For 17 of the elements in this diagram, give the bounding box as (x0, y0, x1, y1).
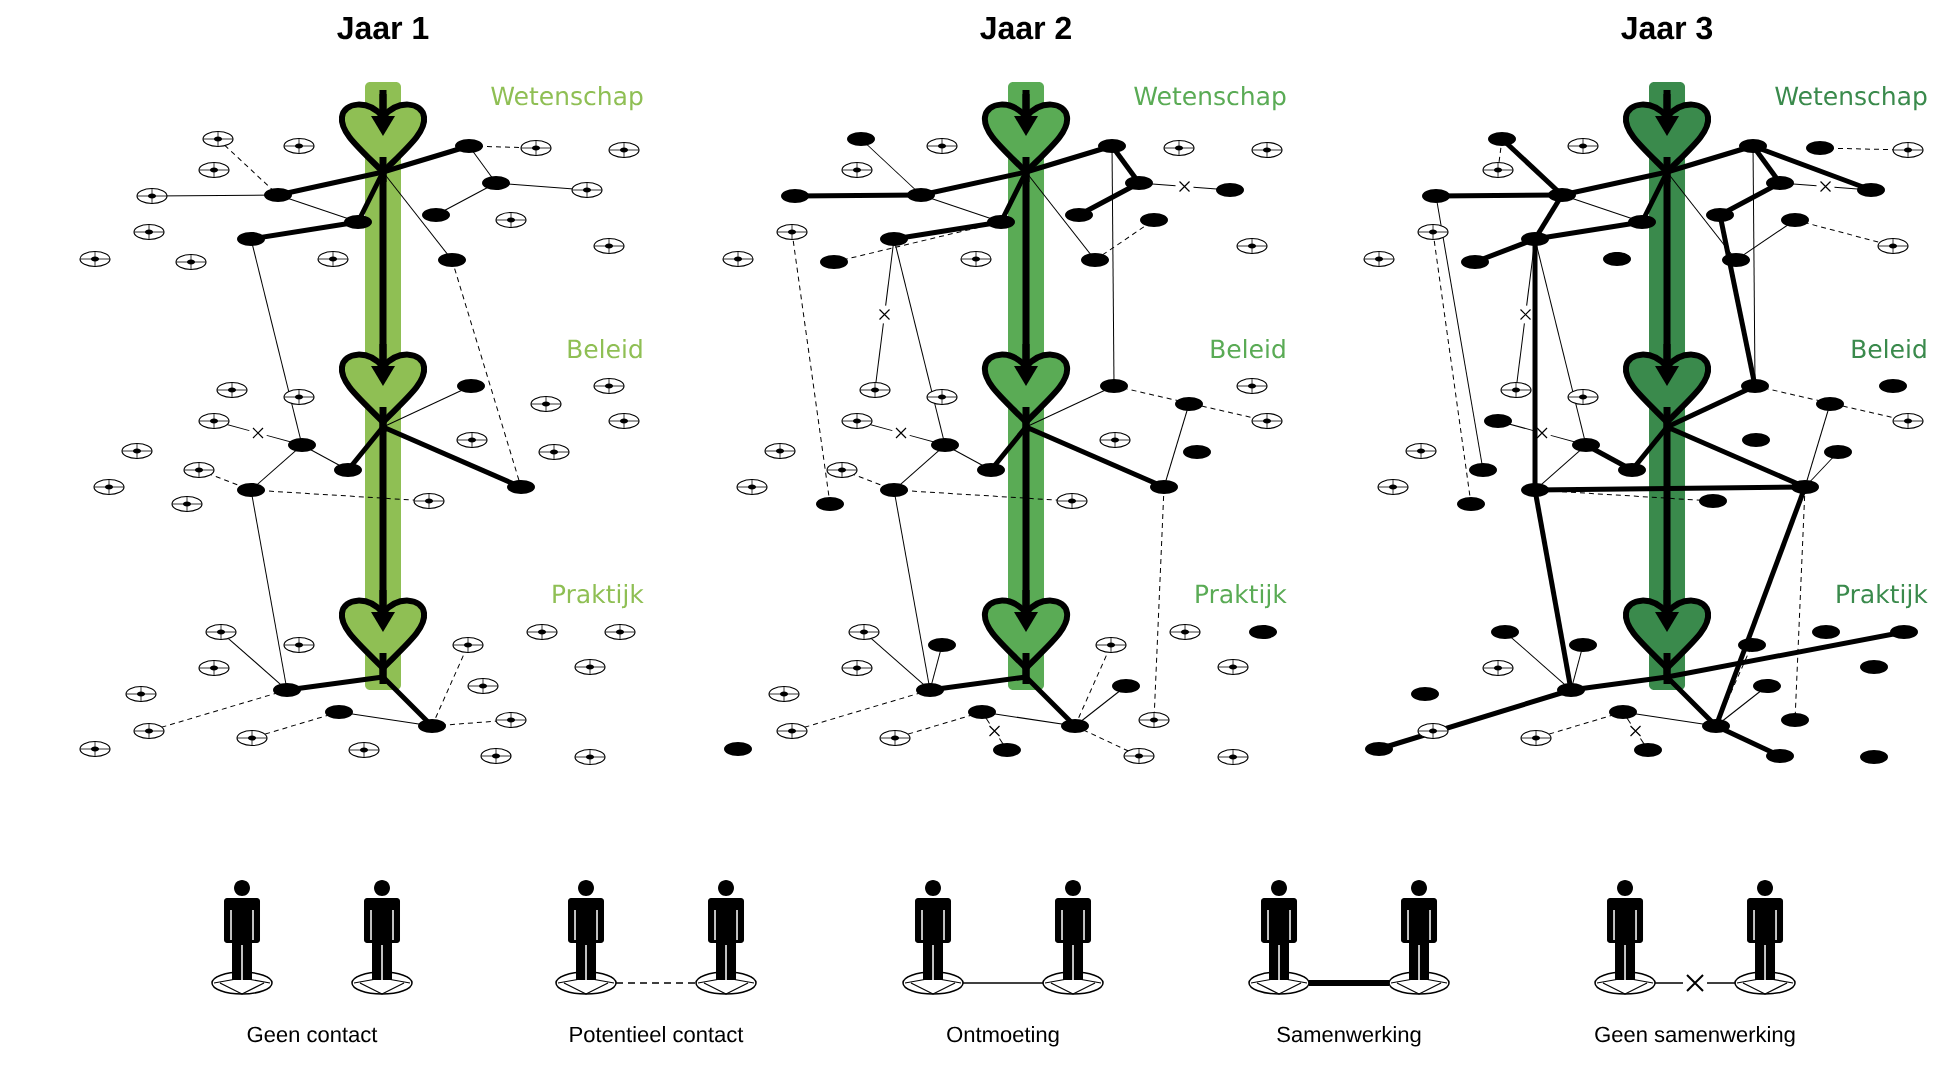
category-label: Beleid (1211, 339, 1285, 359)
category-label: Beleid (1852, 339, 1926, 359)
legend-label: Samenwerking (1277, 1026, 1421, 1047)
category-label: Beleid (568, 339, 642, 359)
legend-label: Geen samenwerking (1595, 1026, 1795, 1047)
category-label: Praktijk (1196, 584, 1287, 609)
legend-label: Potentieel contact (570, 1026, 744, 1043)
category-label: Wetenschap (1775, 86, 1927, 111)
year-title: Jaar 1 (337, 17, 429, 40)
category-label: Wetenschap (1134, 86, 1286, 111)
year-title: Jaar 2 (980, 16, 1071, 40)
category-label: Praktijk (553, 584, 644, 609)
legend-label: Ontmoeting (947, 1026, 1059, 1047)
year-title: Jaar 3 (1621, 16, 1713, 40)
category-label: Praktijk (1837, 584, 1928, 609)
category-label: Wetenschap (491, 86, 643, 111)
legend-label: Geen contact (247, 1026, 378, 1043)
